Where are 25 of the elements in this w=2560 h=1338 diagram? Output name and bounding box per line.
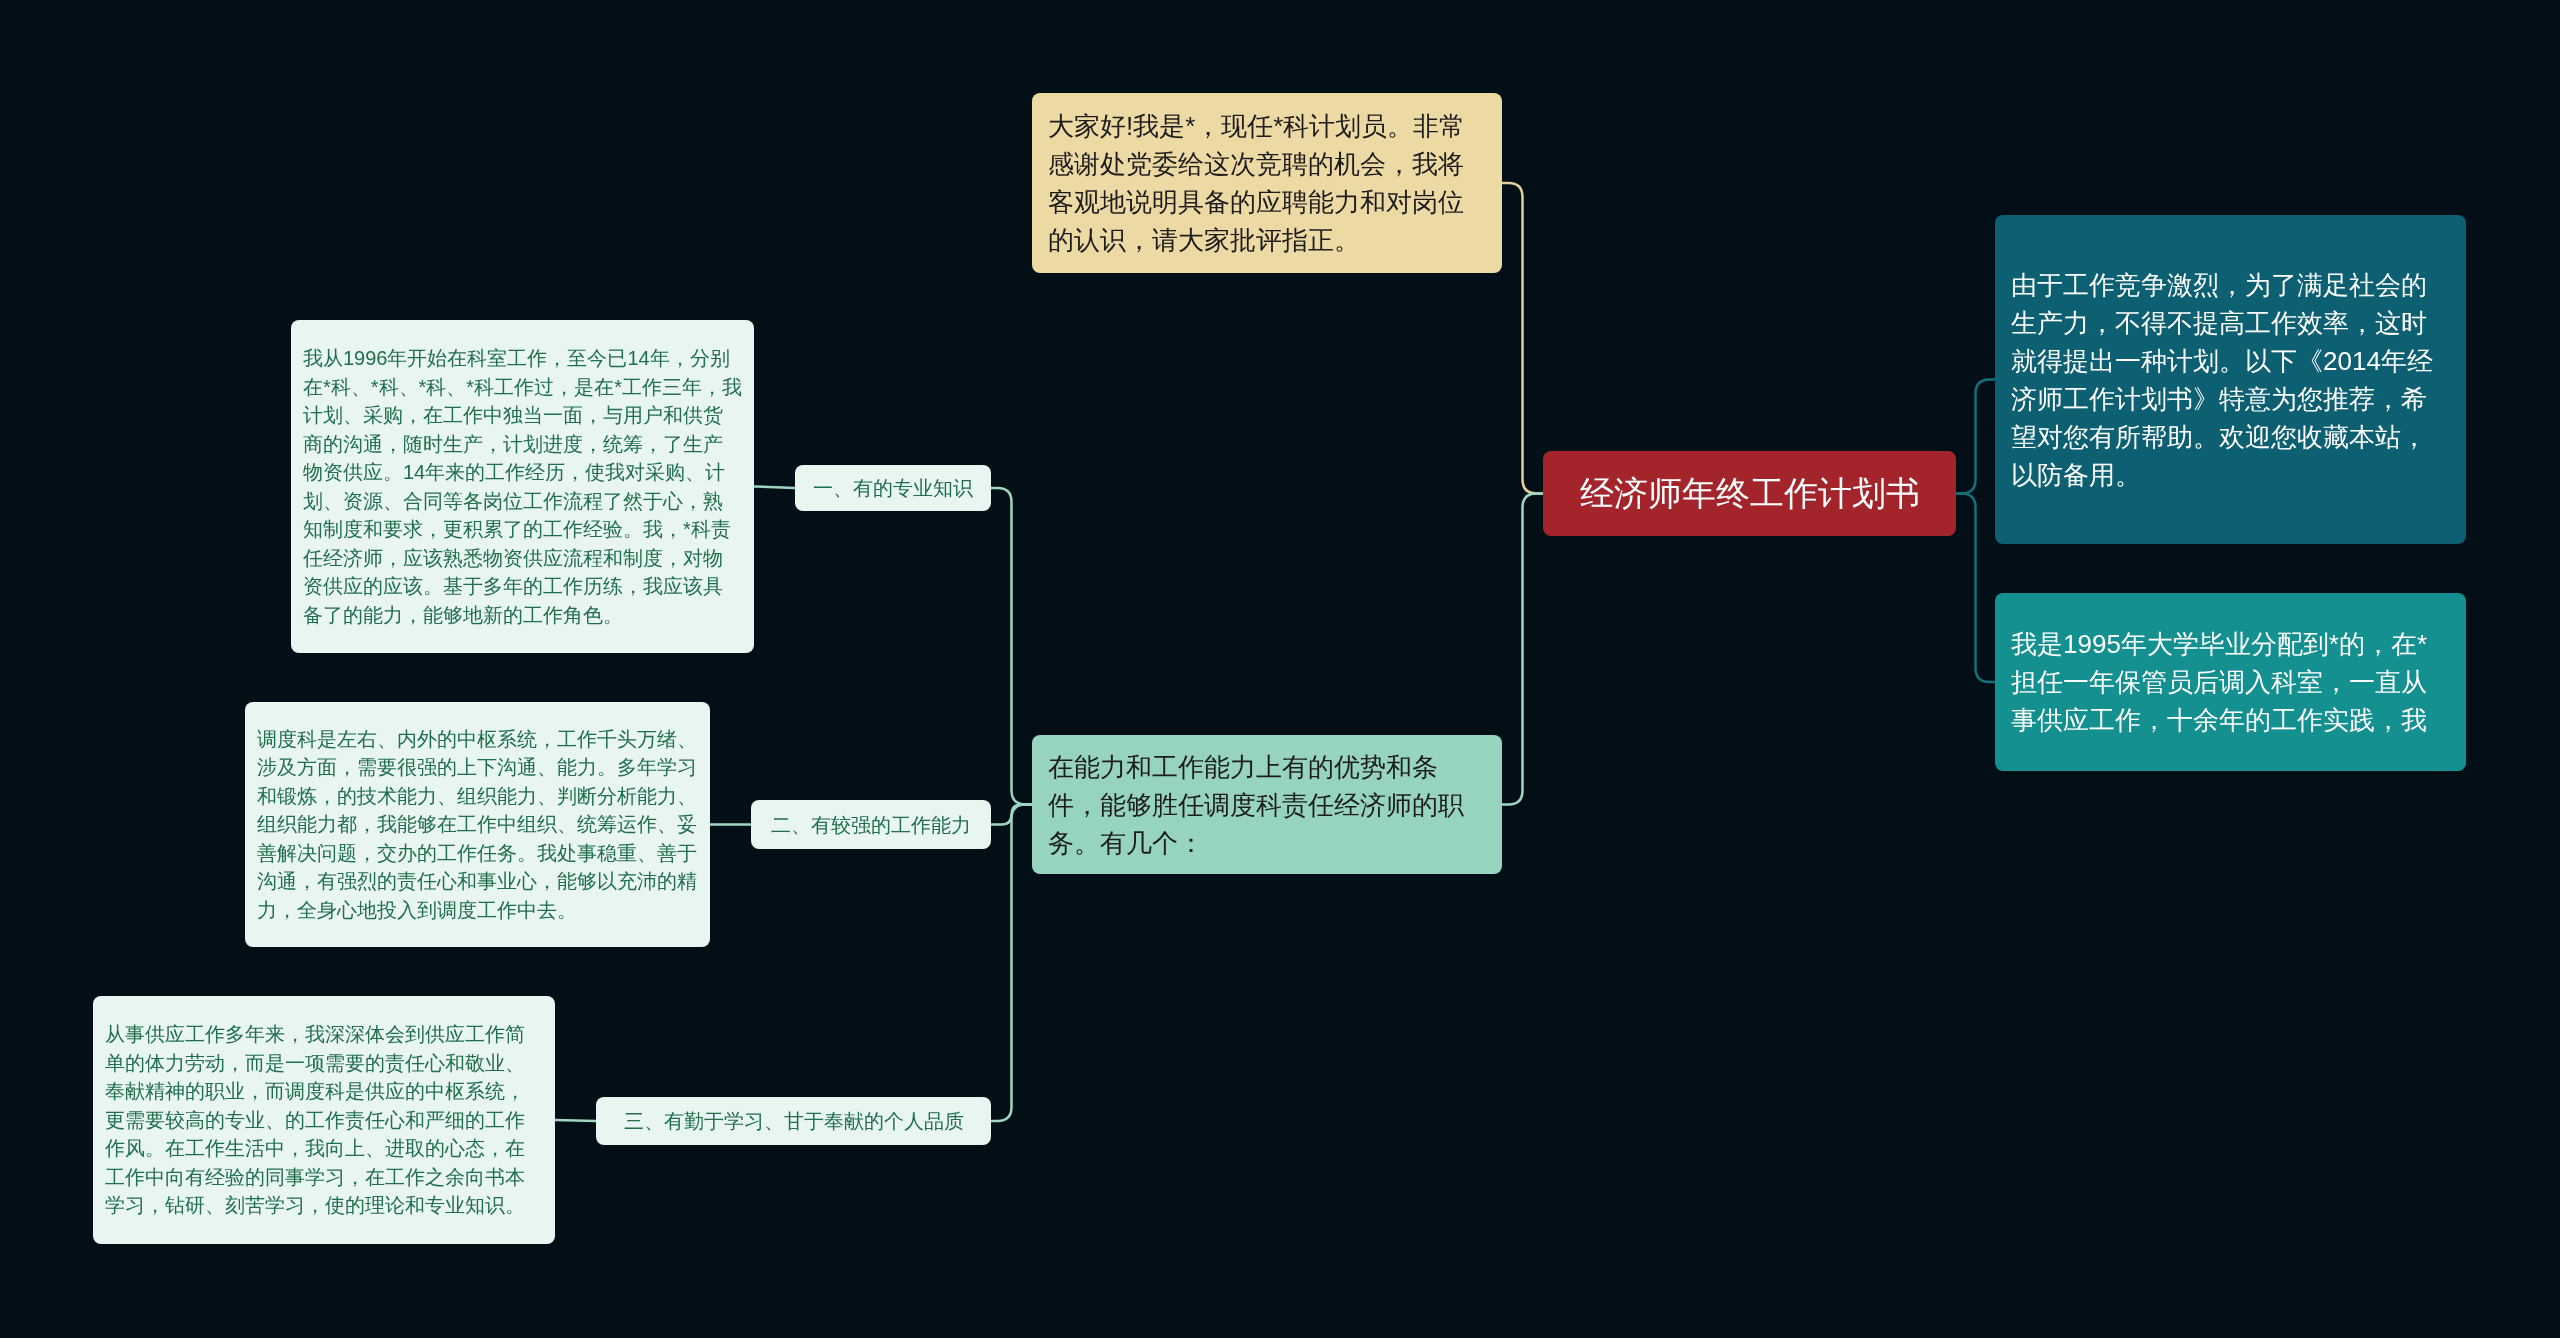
topic-box: [1995, 215, 2466, 544]
topic-text: 一、有的专业知识: [813, 476, 973, 501]
topic-text: 从事供应工作多年来，我深深体会到供应工作简单的体力劳动，而是一项需要的责任心和敬业、奉献精神的职业，而调度科是供应的中枢系统，更需要较高的专业、的工作责任心和严细的工作作风。在工作生活中，我向上、进取的心态，在工作中向有经验的同事学习，在工作之余向书本学习，钻研、刻苦学习，使的理论和专业知识。: [105, 1022, 526, 1219]
detail-box: [245, 702, 710, 947]
topic-text: 大家好!我是*，现任*科计划员。非常感谢处党委给这次竞聘的机会，我将客观地说明具备的应聘能力和对岗位的认识，请大家批评指正。: [1048, 110, 1467, 257]
topic-text: 在能力和工作能力上有的优势和条件，能够胜任调度科责任经济师的职务。有几个：: [1048, 750, 1465, 860]
subtopic-box: [596, 1097, 991, 1145]
connector-line: [753, 485, 796, 490]
detail-box: [291, 320, 754, 653]
topic-text: 三、有勤于学习、甘于奉献的个人品质: [623, 1109, 964, 1134]
topic-box: [1995, 593, 2466, 771]
topic-box: [1032, 93, 1502, 273]
topic-text: 二、有较强的工作能力: [771, 812, 971, 838]
subtopic-box: [751, 800, 991, 849]
topic-text: 经济师年终工作计划书: [1579, 473, 1920, 514]
topic-box: [1032, 735, 1502, 874]
topic-text: 我从1996年开始在科室工作，至今已14年，分别在*科、*科、*科、*科工作过，是在*工作三年，我计划、采购，在工作中独当一面，与用户和供货商的沟通，随时生产，计划进度，统筹，了生产物资供应。14年来的工作经历，使我对采购、计划、资源、合同等各岗位工作流程了然于心，熟知制度和要求，更积累了的工作经验。我，*科责任经济师，应该熟悉物资供应流程和制度，对物资供应的应该。基于多年的工作历练，我应该具备了的能力，能够地新的工作角色。: [303, 346, 742, 628]
topic-text: 由于工作竞争激烈，为了满足社会的生产力，不得不提高工作效率，这时就得提出一种计划。以下《2014年经济师工作计划书》特意为您推荐，希望对您有所帮助。欢迎您收藏本站，以防备用。: [2011, 268, 2434, 492]
topic-text: 调度科是左右、内外的中枢系统，工作千头万绪、涉及方面，需要很强的上下沟通、能力。多年学习和锻炼，的技术能力、组织能力、判断分析能力、组织能力都，我能够在工作中组织、统筹运作、妥善解决问题，交办的工作任务。我处事稳重、善于沟通，有强烈的责任心和事业心，能够以充沛的精力，全身心地投入到调度工作中去。: [257, 726, 698, 923]
topic-text: 我是1995年大学毕业分配到*的，在*担任一年保管员后调入科室，一直从事供应工作，十余年的工作实践，我: [2011, 628, 2429, 737]
connector-line: [554, 1118, 597, 1123]
subtopic-box: [795, 465, 991, 511]
detail-box: [93, 996, 555, 1244]
connector-line: [710, 823, 751, 826]
central-topic-box: [1543, 451, 1956, 536]
